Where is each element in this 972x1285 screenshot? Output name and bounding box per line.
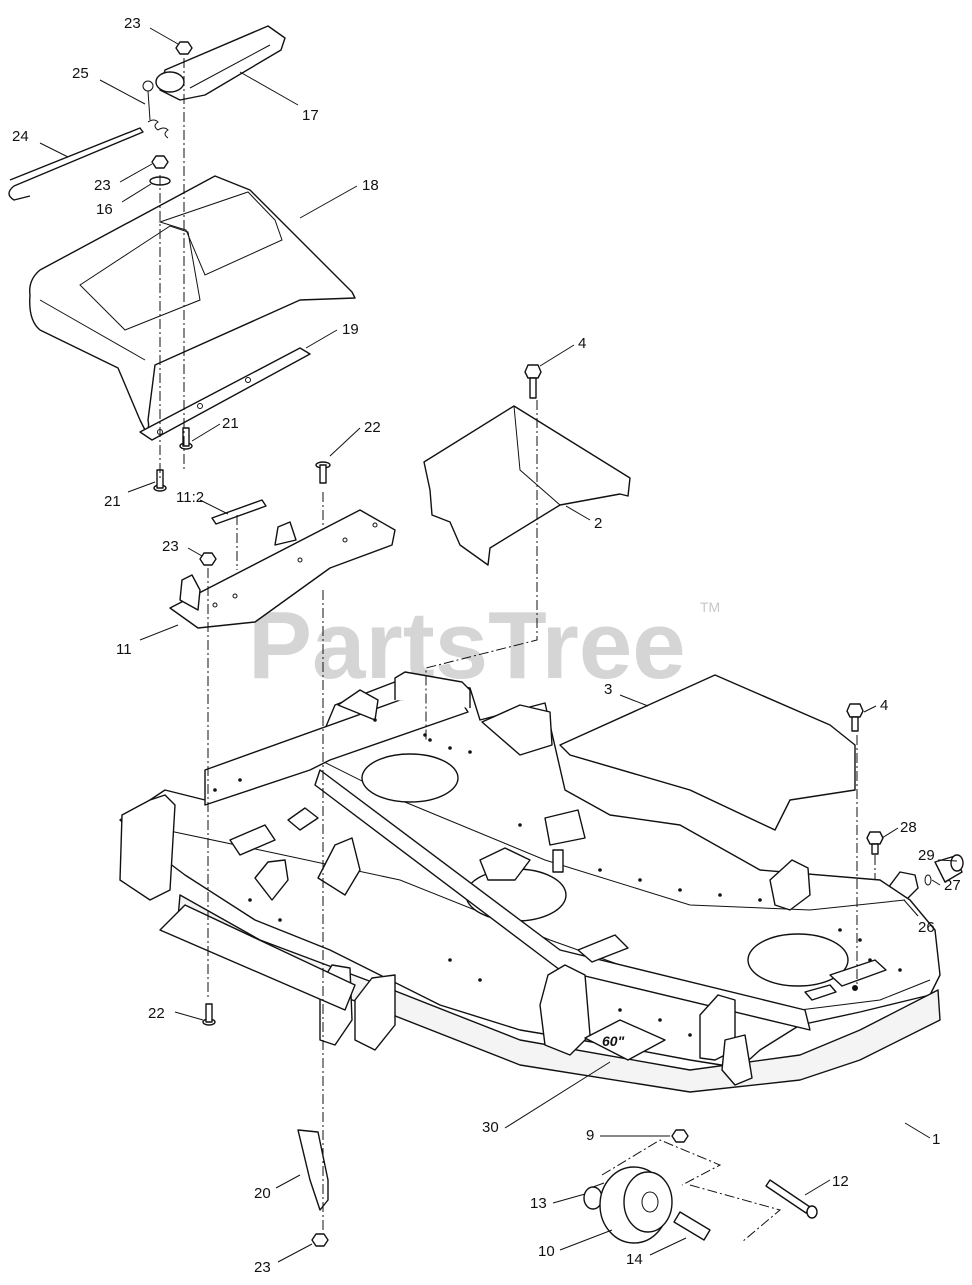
callout-2: 2 xyxy=(594,515,602,532)
part-18-cover-plate xyxy=(29,175,356,431)
part-19-bracket-strip xyxy=(139,347,311,441)
part-29-cap xyxy=(934,854,964,883)
callout-9: 9 xyxy=(586,1127,594,1144)
callout-1: 1 xyxy=(932,1131,940,1148)
callout-25: 25 xyxy=(72,65,89,82)
callout-4-right: 4 xyxy=(880,697,888,714)
part-14-spacer xyxy=(673,1211,711,1241)
callout-29: 29 xyxy=(918,847,935,864)
callout-22-low: 22 xyxy=(148,1005,165,1022)
part-17-lift-handle xyxy=(155,25,286,101)
callout-23-mid: 23 xyxy=(162,538,179,555)
watermark-text: PartsTree xyxy=(248,592,686,699)
callout-30: 30 xyxy=(482,1119,499,1136)
callout-21-right: 21 xyxy=(222,415,239,432)
callout-14: 14 xyxy=(626,1251,643,1268)
callout-10: 10 xyxy=(538,1243,555,1260)
deck-logo: 60" xyxy=(602,1033,625,1049)
callout-11-2: 11:2 xyxy=(176,489,204,506)
callout-20: 20 xyxy=(254,1185,271,1202)
part-27-oring xyxy=(924,874,932,886)
part-2-belt-shield xyxy=(423,405,631,566)
part-20-bracket xyxy=(297,1129,329,1211)
callout-24: 24 xyxy=(12,128,29,145)
part-12-axle-bolt xyxy=(765,1179,818,1219)
callout-28: 28 xyxy=(900,819,917,836)
part-23-nut-bottom xyxy=(311,1233,329,1247)
part-23-nut-mid xyxy=(199,552,217,566)
part-21-bolt-right xyxy=(179,427,193,450)
callout-22-top: 22 xyxy=(364,419,381,436)
callout-23-bottom: 23 xyxy=(254,1259,271,1276)
callout-12: 12 xyxy=(832,1173,849,1190)
part-9-nut xyxy=(671,1129,689,1143)
callout-27: 27 xyxy=(944,877,961,894)
part-11-2-decal xyxy=(211,499,267,525)
callout-23-upper: 23 xyxy=(94,177,111,194)
alignment-lines xyxy=(159,58,876,1243)
part-22-bolt-low xyxy=(202,1003,216,1026)
callout-17: 17 xyxy=(302,107,319,124)
part-4-bolt-upper xyxy=(524,364,542,399)
part-1-mower-deck: 60" xyxy=(119,671,941,1093)
callout-3: 3 xyxy=(604,681,612,698)
part-3-cover xyxy=(559,674,856,831)
callout-4-upper: 4 xyxy=(578,335,586,352)
part-25-spring xyxy=(142,80,169,139)
callout-labels: 23 25 24 23 16 17 18 19 21 21 22 11:2 23… xyxy=(12,15,961,1276)
callout-16: 16 xyxy=(96,201,113,218)
part-21-bolt-left xyxy=(153,469,167,492)
part-24-rod xyxy=(8,127,144,201)
callout-19: 19 xyxy=(342,321,359,338)
watermark-tm: TM xyxy=(700,599,720,615)
callout-23-top: 23 xyxy=(124,15,141,32)
callout-11: 11 xyxy=(116,641,132,658)
part-22-bolt-top xyxy=(315,461,331,484)
leader-lines xyxy=(39,27,958,1263)
callout-21-left: 21 xyxy=(104,493,121,510)
part-10-wheel xyxy=(599,1166,673,1244)
part-28-bolt xyxy=(866,831,884,855)
callout-26: 26 xyxy=(918,919,935,936)
part-23-nut-top xyxy=(175,41,193,55)
part-23-nut-upper xyxy=(151,155,169,169)
callout-13: 13 xyxy=(530,1195,547,1212)
part-4-bolt-right xyxy=(846,703,864,732)
callout-18: 18 xyxy=(362,177,379,194)
